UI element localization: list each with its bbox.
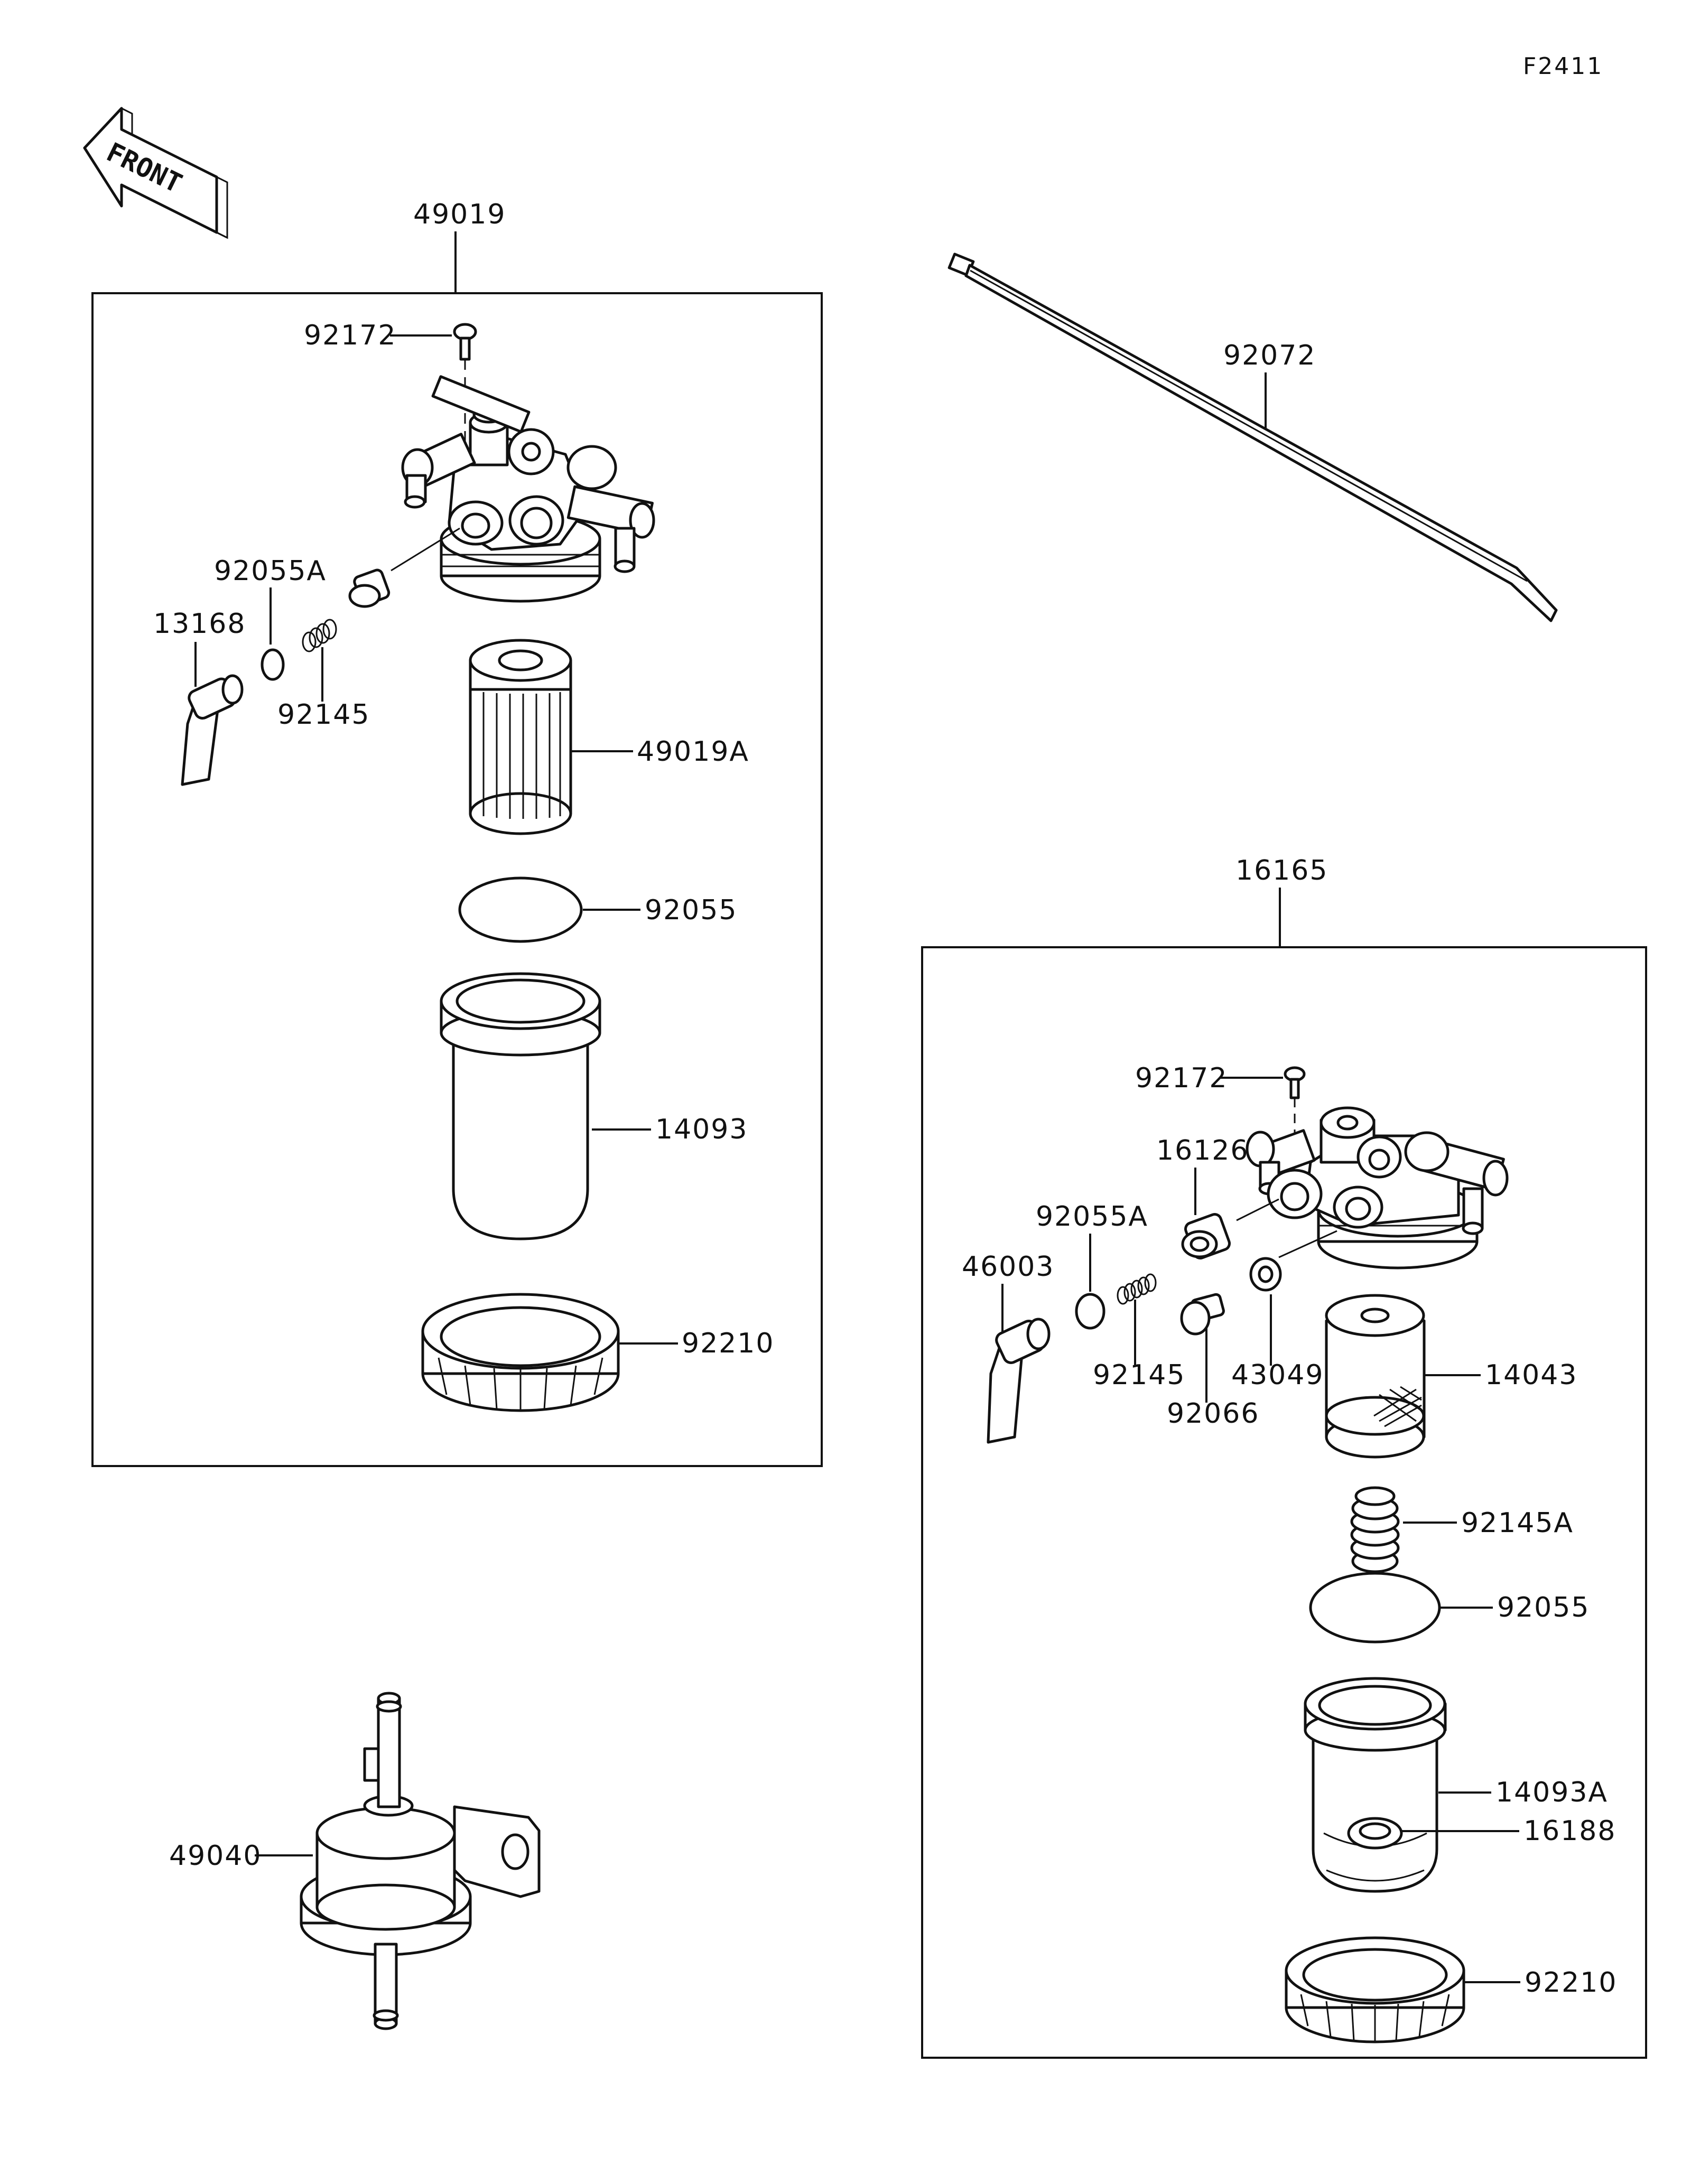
part-label: 92055 bbox=[1497, 1592, 1590, 1623]
gasket-part bbox=[1309, 1572, 1441, 1644]
plug-part bbox=[348, 568, 391, 608]
front-arrow-icon: FRONT bbox=[83, 107, 228, 239]
part-label: 92055A bbox=[214, 555, 327, 587]
fitting-part bbox=[1181, 1213, 1231, 1259]
screw-part bbox=[1284, 1066, 1306, 1099]
filter-element-part bbox=[469, 639, 572, 835]
part-label: 49019A bbox=[637, 736, 749, 768]
assembly-number: 49019 bbox=[413, 199, 506, 230]
part-label: 46003 bbox=[962, 1251, 1054, 1283]
part-label: 92172 bbox=[304, 320, 396, 351]
cable-tie-part bbox=[947, 253, 1558, 622]
part-label: 92145A bbox=[1461, 1507, 1574, 1539]
bolt-part bbox=[1180, 1293, 1225, 1336]
inline-fuel-filter-part bbox=[300, 1692, 541, 2030]
washer-part bbox=[1249, 1257, 1282, 1292]
part-label: 92072 bbox=[1223, 340, 1316, 371]
spring-part bbox=[302, 619, 337, 652]
part-label: 16126 bbox=[1156, 1135, 1249, 1166]
part-label: 13168 bbox=[153, 608, 246, 640]
lever-part bbox=[987, 1318, 1051, 1444]
o-ring-part bbox=[1075, 1293, 1105, 1330]
o-ring-part bbox=[261, 648, 285, 681]
part-label: 43049 bbox=[1231, 1359, 1324, 1391]
part-label: 49040 bbox=[169, 1840, 262, 1872]
part-label: 92210 bbox=[682, 1328, 774, 1359]
part-label: 92055A bbox=[1036, 1201, 1148, 1233]
assembly-box-16165 bbox=[921, 946, 1647, 2059]
part-label: 14043 bbox=[1485, 1359, 1577, 1391]
screw-part bbox=[453, 323, 477, 361]
part-label: 14093A bbox=[1495, 1777, 1608, 1808]
part-label: 92172 bbox=[1135, 1062, 1228, 1094]
assembly-number: 16165 bbox=[1235, 855, 1328, 886]
part-label: 92066 bbox=[1167, 1398, 1259, 1430]
ring-nut-part bbox=[421, 1293, 620, 1412]
ring-nut-part bbox=[1285, 1936, 1465, 2043]
part-label: 92055 bbox=[645, 894, 737, 926]
filter-element-part bbox=[1325, 1294, 1426, 1459]
assembly-box-49019 bbox=[91, 292, 823, 1467]
part-label: 16188 bbox=[1523, 1815, 1616, 1847]
filter-head-part bbox=[401, 375, 655, 603]
figure-code: F2411 bbox=[1523, 53, 1603, 80]
filter-bowl-part bbox=[1304, 1677, 1447, 1893]
part-label: 92145 bbox=[1093, 1359, 1185, 1391]
part-label: 92210 bbox=[1525, 1967, 1617, 1999]
part-label: 14093 bbox=[655, 1114, 748, 1145]
filter-bowl-part bbox=[440, 972, 601, 1240]
lever-part bbox=[181, 674, 244, 786]
gasket-part bbox=[458, 876, 583, 943]
spring-part bbox=[1350, 1486, 1400, 1573]
filter-head-part bbox=[1246, 1106, 1509, 1270]
spring-part bbox=[1117, 1273, 1157, 1305]
part-label: 92145 bbox=[277, 699, 370, 731]
bowl-insert-part bbox=[1347, 1817, 1403, 1850]
